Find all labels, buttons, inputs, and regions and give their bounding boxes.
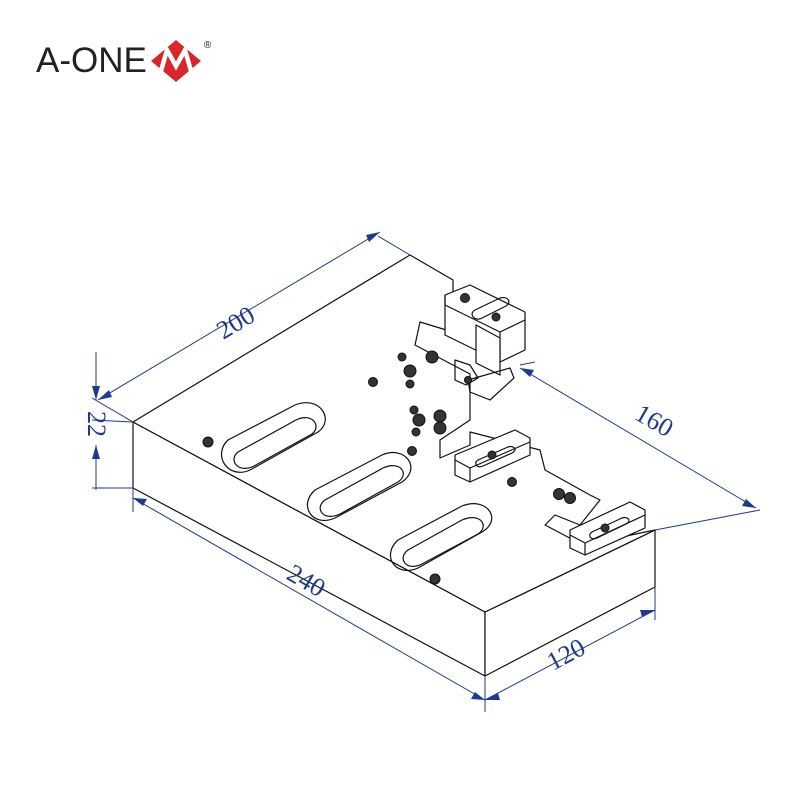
dim-200-line [97, 231, 381, 401]
dim-label-22: 22 [82, 411, 111, 437]
registered-mark: ® [203, 39, 212, 51]
plate-top-face [132, 254, 656, 613]
brand-m-emblem-icon [150, 40, 201, 82]
slot-1 [221, 402, 326, 473]
rear-clamp [444, 284, 526, 401]
dim-label-160: 160 [630, 398, 678, 443]
slot-3 [389, 503, 493, 571]
slot-2 [306, 452, 412, 521]
screw-holes [202, 293, 610, 585]
dim-120-line [484, 609, 656, 701]
dimension-arrows [92, 232, 756, 700]
dim-label-200: 200 [211, 300, 259, 345]
dim-240-line [132, 497, 486, 701]
brand-name: A-ONE [36, 41, 147, 80]
dimension-lines [91, 231, 761, 712]
dim-160-line [519, 367, 757, 509]
fixture-plate [132, 254, 656, 677]
brand-logo: A-ONE ® [36, 38, 211, 84]
